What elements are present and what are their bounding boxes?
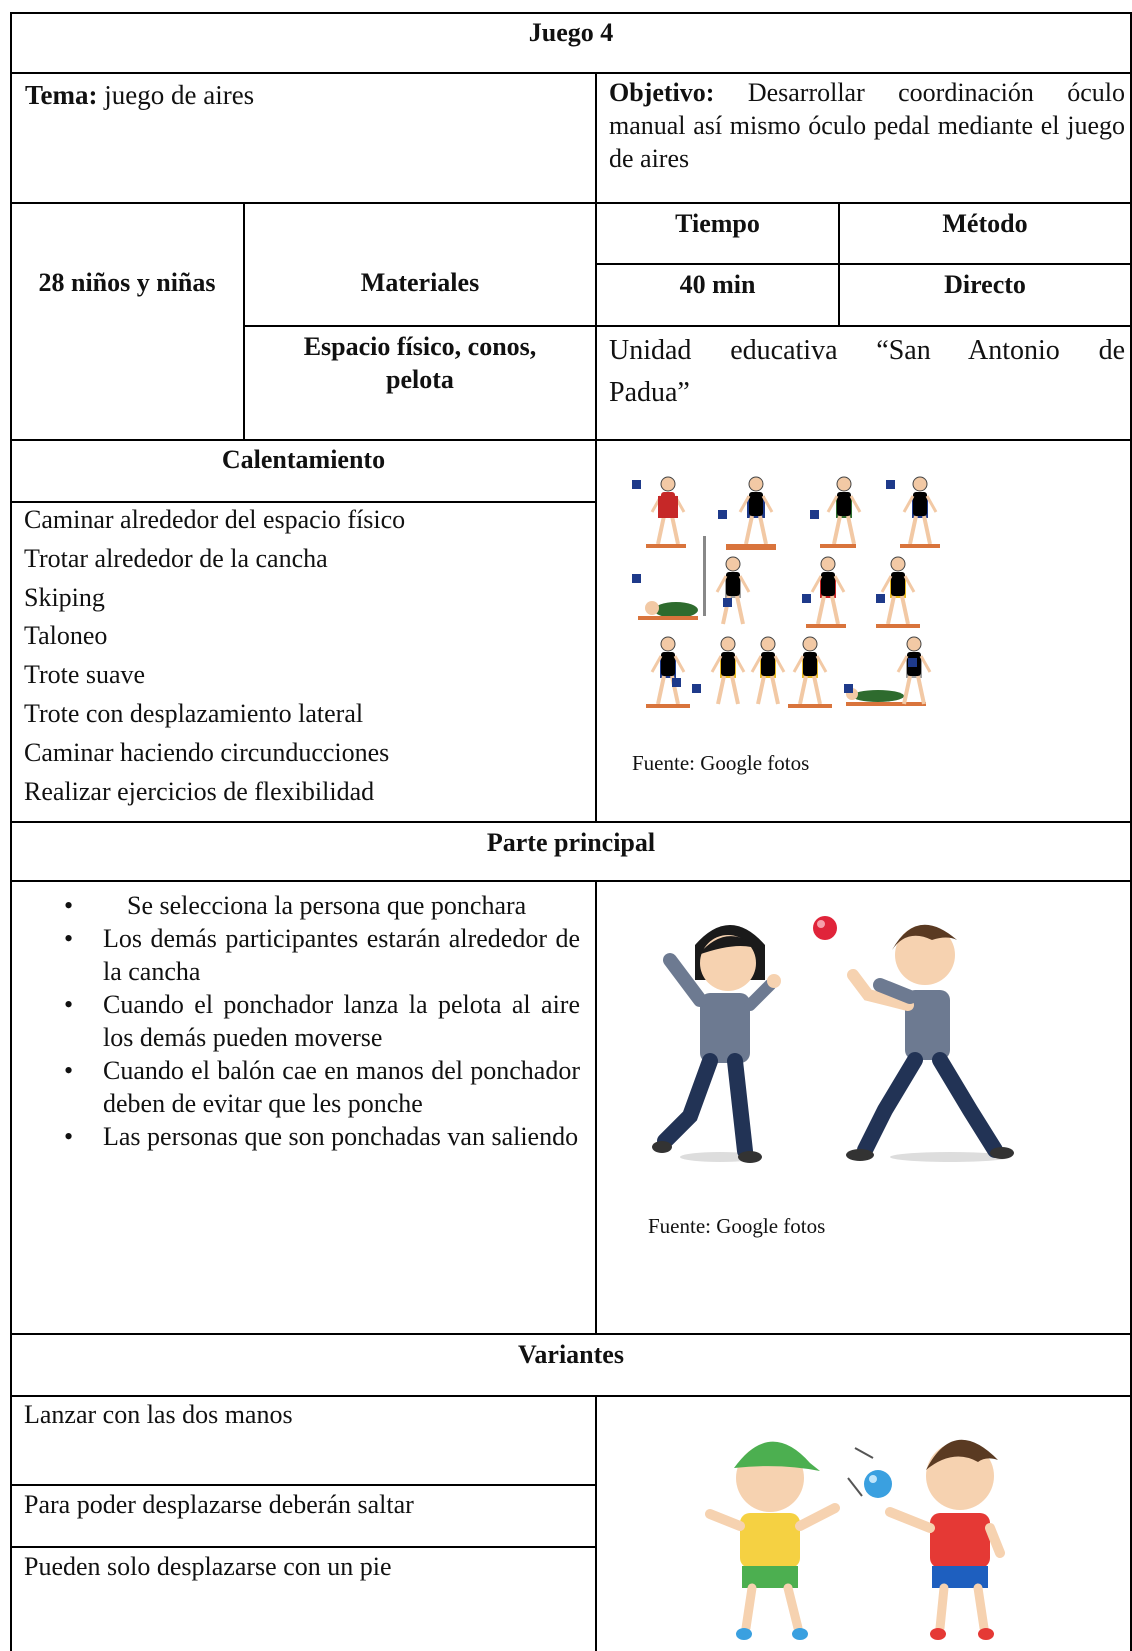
lugar-field: Unidad educativa “San Antonio de Padua” [609,330,1125,414]
participants-label: 28 niños y niñas [38,268,216,297]
page-title: Juego 4 [528,18,614,47]
tema-value: juego de aires [104,80,255,110]
principal-title: Parte principal [486,828,656,857]
principal-source: Fuente: Google fotos [648,1214,826,1238]
calentamiento-title: Calentamiento [221,445,386,474]
objetivo-field: Objetivo: Desarrollar coordinación óculo… [609,76,1125,175]
calentamiento-list: Caminar alrededor del espacio físico Tro… [24,501,584,811]
tiempo-label: Tiempo [675,209,760,238]
list-item: Las personas que son ponchadas van salie… [12,1120,580,1153]
metodo-value: Directo [944,270,1026,299]
list-item: Trotar alrededor de la cancha [24,543,328,573]
lugar-line-2: Padua” [609,377,690,408]
list-item: Skiping [24,582,105,612]
list-item: Cuando el balón cae en manos del ponchad… [12,1054,580,1120]
kids-throwing-ball-illustration [652,916,1014,1163]
calentamiento-source: Fuente: Google fotos [632,751,810,775]
list-item: Cuando el ponchador lanza la pelota al a… [12,988,580,1054]
variante-item: Lanzar con las dos manos [24,1400,293,1429]
principal-list: Se selecciona la persona que ponchara Lo… [12,889,580,1153]
list-item: Taloneo [24,621,108,651]
lugar-line-1: Unidad educativa “San Antonio de [609,335,1125,366]
list-item: Trote suave [24,660,146,690]
variante-item: Pueden solo desplazarse con un pie [24,1552,392,1581]
tiempo-value: 40 min [679,270,756,299]
list-item: Realizar ejercicios de flexibilidad [24,776,375,806]
variante-item: Para poder desplazarse deberán saltar [24,1490,414,1519]
list-item: Trote con desplazamiento lateral [24,698,364,728]
variantes-title: Variantes [518,1340,624,1369]
tema-field: Tema: juego de aires [25,78,585,112]
objetivo-label: Objetivo: [609,78,715,107]
stretching-exercises-illustration [632,475,940,708]
list-item: Se selecciona la persona que ponchara [12,889,580,922]
tema-label: Tema: [25,80,98,110]
list-item: Los demás participantes estarán alrededo… [12,922,580,988]
materiales-label: Materiales [360,268,480,297]
objetivo-value: Desarrollar coordinación óculo manual as… [609,78,1125,173]
list-item: Caminar alrededor del espacio físico [24,505,406,534]
kids-playing-ball-illustration [705,1439,1005,1640]
materiales-value: Espacio físico, conos, pelota [303,332,537,394]
list-item: Caminar haciendo circunducciones [24,737,390,767]
metodo-label: Método [942,209,1028,238]
